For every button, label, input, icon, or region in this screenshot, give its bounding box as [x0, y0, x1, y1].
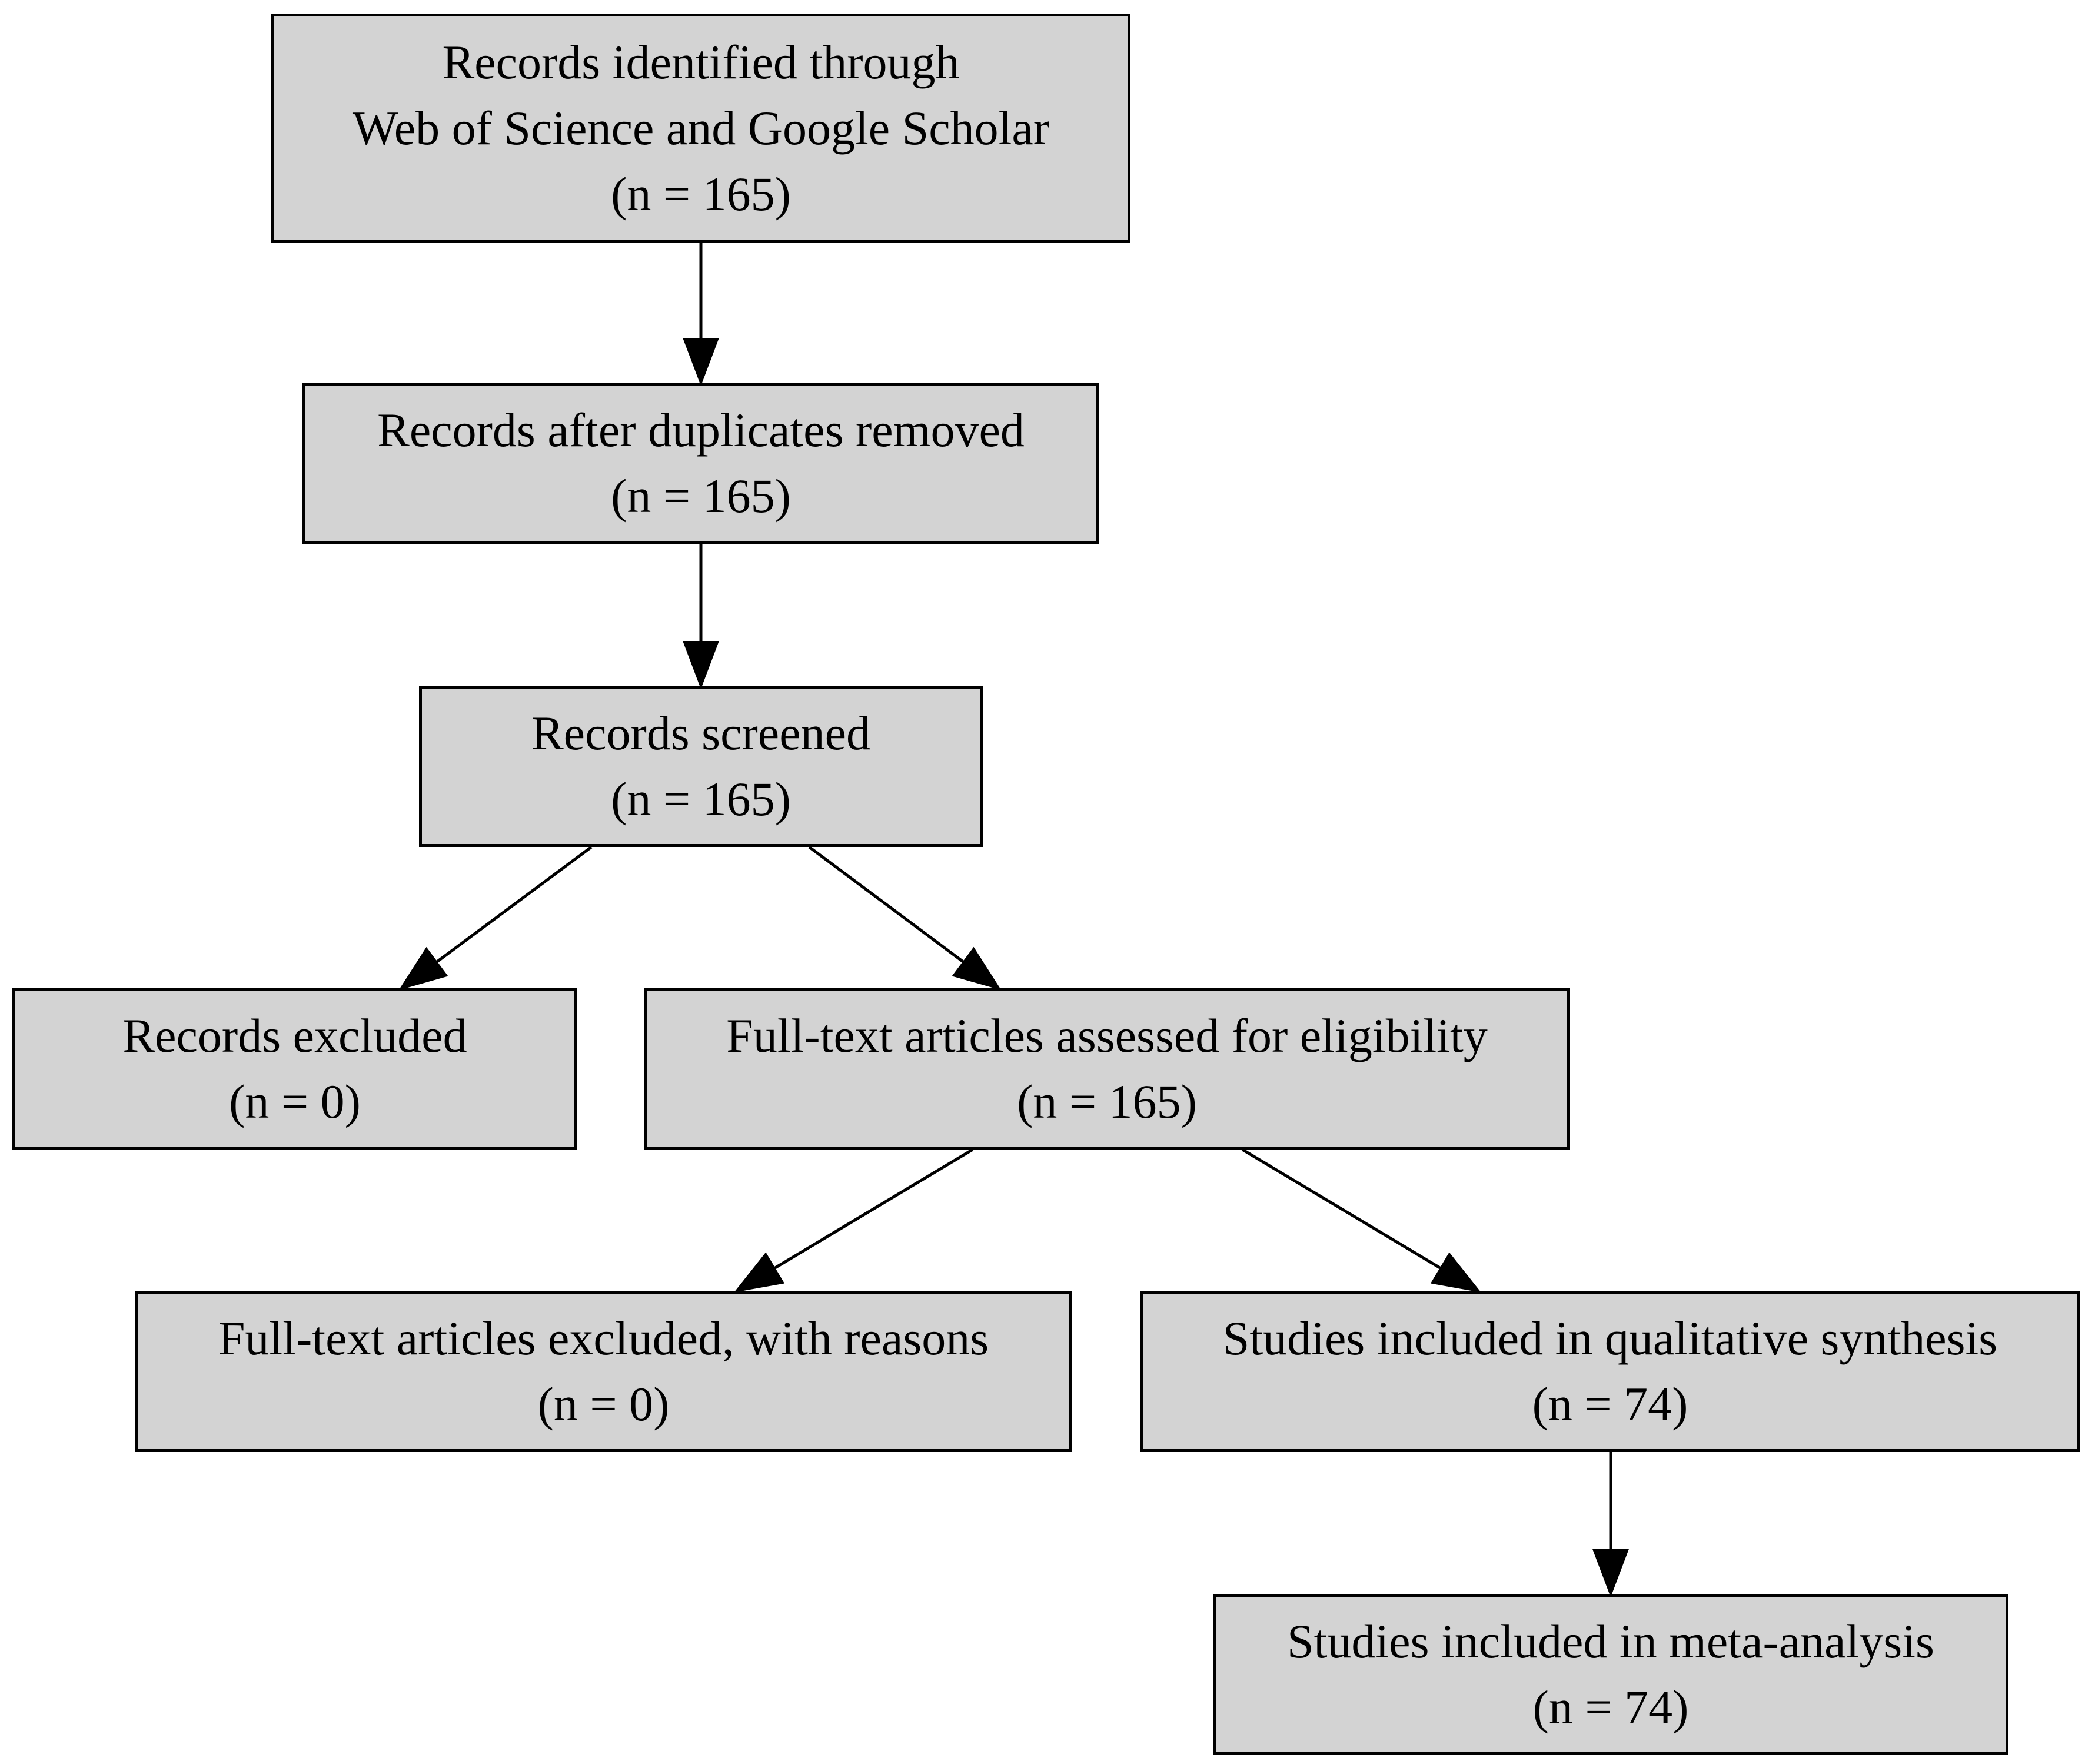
arrow-head — [1430, 1252, 1481, 1293]
qualitative-synthesis-label: Studies included in qualitative synthesi… — [1222, 1311, 1998, 1365]
records-deduplicated-box: Records after duplicates removed (n = 16… — [302, 383, 1099, 544]
arrow-line — [773, 1148, 974, 1270]
arrow-fulltext-to-qualitative — [1241, 1148, 1481, 1293]
arrow-fulltext-to-fulltext_excluded — [734, 1148, 974, 1293]
fulltext-assessed-count: (n = 165) — [1017, 1075, 1197, 1128]
fulltext-excluded-count: (n = 0) — [537, 1377, 670, 1431]
qualitative-synthesis-count: (n = 74) — [1532, 1377, 1688, 1431]
arrow-identified-to-dedup — [683, 243, 719, 386]
arrow-head — [683, 338, 719, 386]
arrow-head — [398, 946, 448, 991]
fulltext-assessed-box: Full-text articles assessed for eligibil… — [644, 988, 1570, 1150]
records-identified-count: (n = 165) — [611, 167, 791, 221]
meta-analysis-box: Studies included in meta-analysis (n = 7… — [1213, 1594, 2008, 1755]
arrow-screened-to-fulltext — [808, 845, 1002, 991]
arrow-head — [1592, 1549, 1629, 1597]
records-excluded-label: Records excluded — [122, 1009, 467, 1062]
records-identified-line2: Web of Science and Google Scholar — [352, 101, 1050, 155]
fulltext-excluded-label: Full-text articles excluded, with reason… — [218, 1311, 989, 1365]
records-excluded-box: Records excluded (n = 0) — [12, 988, 577, 1150]
records-identified-line1: Records identified through — [442, 35, 960, 89]
arrow-line — [808, 845, 965, 964]
arrow-head — [734, 1252, 785, 1293]
arrow-line — [435, 845, 593, 964]
arrow-screened-to-excluded — [398, 845, 593, 991]
records-screened-label: Records screened — [531, 706, 870, 760]
records-screened-box: Records screened (n = 165) — [419, 686, 983, 847]
meta-analysis-label: Studies included in meta-analysis — [1287, 1614, 1934, 1668]
fulltext-assessed-label: Full-text articles assessed for eligibil… — [726, 1009, 1488, 1062]
qualitative-synthesis-box: Studies included in qualitative synthesi… — [1140, 1291, 2080, 1452]
records-deduplicated-count: (n = 165) — [611, 469, 791, 523]
records-deduplicated-label: Records after duplicates removed — [377, 403, 1025, 457]
arrow-line — [1241, 1148, 1442, 1270]
arrow-head — [683, 641, 719, 689]
arrow-qualitative-to-meta — [1592, 1452, 1629, 1597]
records-identified-box: Records identified through Web of Scienc… — [271, 14, 1130, 243]
fulltext-excluded-box: Full-text articles excluded, with reason… — [135, 1291, 1072, 1452]
records-screened-count: (n = 165) — [611, 772, 791, 826]
arrow-head — [952, 946, 1002, 991]
arrow-dedup-to-screened — [683, 544, 719, 689]
records-excluded-count: (n = 0) — [229, 1075, 361, 1128]
meta-analysis-count: (n = 74) — [1532, 1680, 1689, 1734]
